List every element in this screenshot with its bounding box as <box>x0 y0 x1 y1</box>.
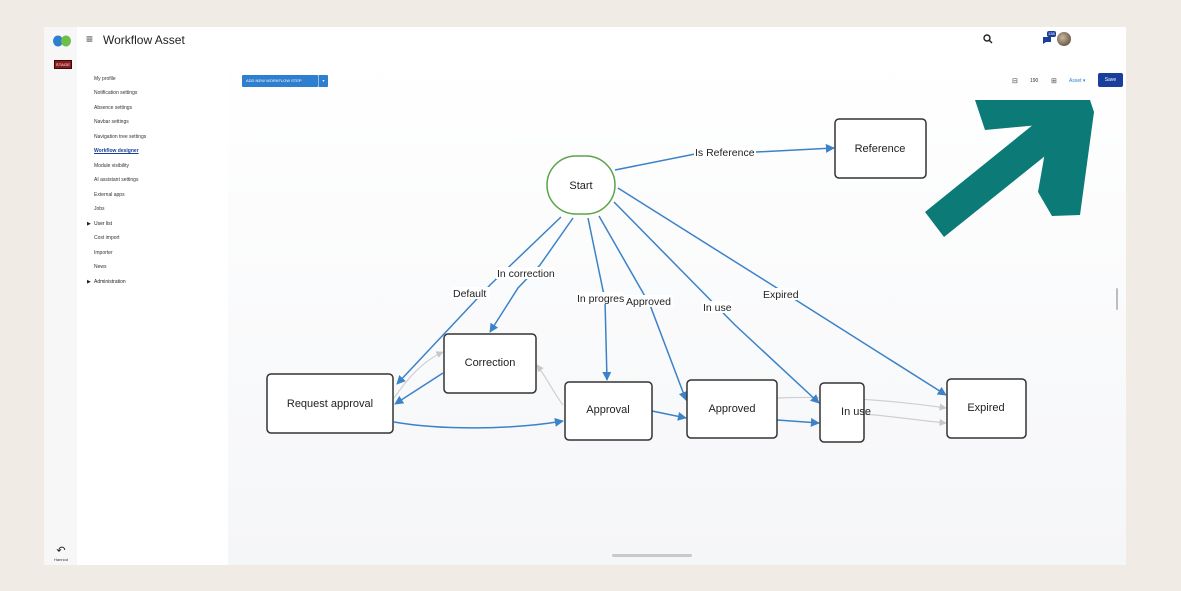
edge-approval-to-approved <box>651 410 687 421</box>
chat-notification-icon[interactable] <box>1041 32 1055 46</box>
node-expired[interactable]: Expired <box>946 378 1027 439</box>
sidebar-item-external-apps[interactable]: External apps <box>94 192 125 198</box>
sidebar-item-importer[interactable]: Importer <box>94 250 113 256</box>
sidebar-item-workflow-designer[interactable]: Workflow designer <box>94 148 139 154</box>
node-in-use-label: In use <box>841 406 871 418</box>
sidebar-item-my-profile[interactable]: My profile <box>94 76 116 82</box>
node-approved[interactable]: Approved <box>686 379 778 439</box>
sidebar-item-news[interactable]: News <box>94 264 107 270</box>
edge-approved-to-inuse <box>776 417 820 427</box>
add-step-dropdown-toggle[interactable]: ▾ <box>318 75 328 87</box>
undo-icon: ↶ <box>56 545 66 557</box>
sidebar-item-absence-settings[interactable]: Absence settings <box>94 105 133 111</box>
app-logo[interactable] <box>53 35 71 47</box>
edge-label-in-use: In use <box>703 302 732 314</box>
sidebar-item-navbar-settings[interactable]: Navbar settings <box>94 119 129 125</box>
edge-label-in-correction: In correction <box>497 268 555 280</box>
node-reference-label: Reference <box>855 143 906 155</box>
node-approved-label: Approved <box>708 403 755 415</box>
annotation-arrow-icon <box>925 100 1094 237</box>
vertical-scrollbar[interactable] <box>1116 288 1118 310</box>
add-workflow-step-button[interactable]: ADD NEW WORKFLOW STEP <box>242 75 318 87</box>
node-expired-label: Expired <box>967 402 1004 414</box>
sidebar-item-cost-import[interactable]: Cost import <box>94 235 120 241</box>
node-correction-label: Correction <box>465 357 516 369</box>
undo-label: Hannod <box>53 557 68 562</box>
node-request-approval[interactable]: Request approval <box>266 373 394 434</box>
node-request-approval-label: Request approval <box>287 398 373 410</box>
edge-label-expired: Expired <box>763 289 799 301</box>
settings-sidebar: My profile Notification settings Absence… <box>77 53 228 565</box>
sidebar-item-notification-settings[interactable]: Notification settings <box>94 90 138 96</box>
edge-start-approved <box>598 215 688 401</box>
edge-labels: Is Reference In correction Default In pr… <box>453 147 799 314</box>
edge-approval-to-correction <box>536 364 564 406</box>
horizontal-scrollbar[interactable] <box>612 554 692 557</box>
zoom-in-icon[interactable]: ⊞ <box>1051 78 1057 85</box>
edge-request-to-approval <box>393 417 564 429</box>
search-icon[interactable] <box>982 33 994 45</box>
edge-inuse-to-expired <box>863 413 947 426</box>
edge-request-to-correction <box>393 351 444 399</box>
undo-button[interactable]: ↶ Hannod <box>49 545 73 562</box>
node-approval-label: Approval <box>586 404 629 416</box>
sidebar-item-jobs[interactable]: Jobs <box>94 206 105 212</box>
hamburger-menu-icon[interactable]: ≡ <box>86 32 94 46</box>
user-avatar[interactable] <box>1057 32 1071 46</box>
edge-label-default: Default <box>453 288 486 300</box>
page-title: Workflow Asset <box>103 33 185 47</box>
edge-label-in-progress: In progres <box>577 293 624 305</box>
sidebar-item-user-list[interactable]: User list <box>94 221 113 227</box>
sidebar-item-administration[interactable]: Administration <box>94 279 126 285</box>
node-start-label: Start <box>569 180 592 192</box>
stage-badge: STAGE <box>54 60 72 69</box>
asset-dropdown[interactable]: Asset ▾ <box>1069 78 1086 84</box>
sidebar-item-navigation-tree-settings[interactable]: Navigation tree settings <box>94 134 147 140</box>
expand-caret-icon[interactable]: ▶ <box>87 221 91 227</box>
edge-label-approved: Approved <box>626 296 671 308</box>
node-in-use[interactable]: In use <box>819 382 871 443</box>
save-button[interactable]: Save <box>1098 73 1123 87</box>
node-reference[interactable]: Reference <box>834 118 927 179</box>
top-header: ≡ Workflow Asset <box>77 27 1126 53</box>
sidebar-item-module-visibility[interactable]: Module visibility <box>94 163 130 169</box>
notification-count-badge: 138 <box>1047 31 1056 37</box>
edge-label-is-reference: Is Reference <box>695 147 755 159</box>
zoom-out-icon[interactable]: ⊟ <box>1012 78 1018 85</box>
edge-start-default <box>396 216 562 385</box>
workflow-canvas[interactable] <box>228 53 1126 565</box>
node-start[interactable]: Start <box>546 155 616 215</box>
edge-correction-to-request <box>394 372 444 405</box>
edge-label-backgrounds <box>452 146 798 313</box>
node-correction[interactable]: Correction <box>443 333 537 394</box>
expand-caret-icon[interactable]: ▶ <box>87 279 91 285</box>
edge-start-in-use <box>613 201 820 404</box>
app-window: STAGE ↶ Hannod ≡ Workflow Asset 138 My p… <box>44 27 1126 565</box>
zoom-level: 190 <box>1030 78 1039 84</box>
sidebar-item-ai-assistant-settings[interactable]: AI assistant settings <box>94 177 139 183</box>
node-approval[interactable]: Approval <box>564 381 653 441</box>
